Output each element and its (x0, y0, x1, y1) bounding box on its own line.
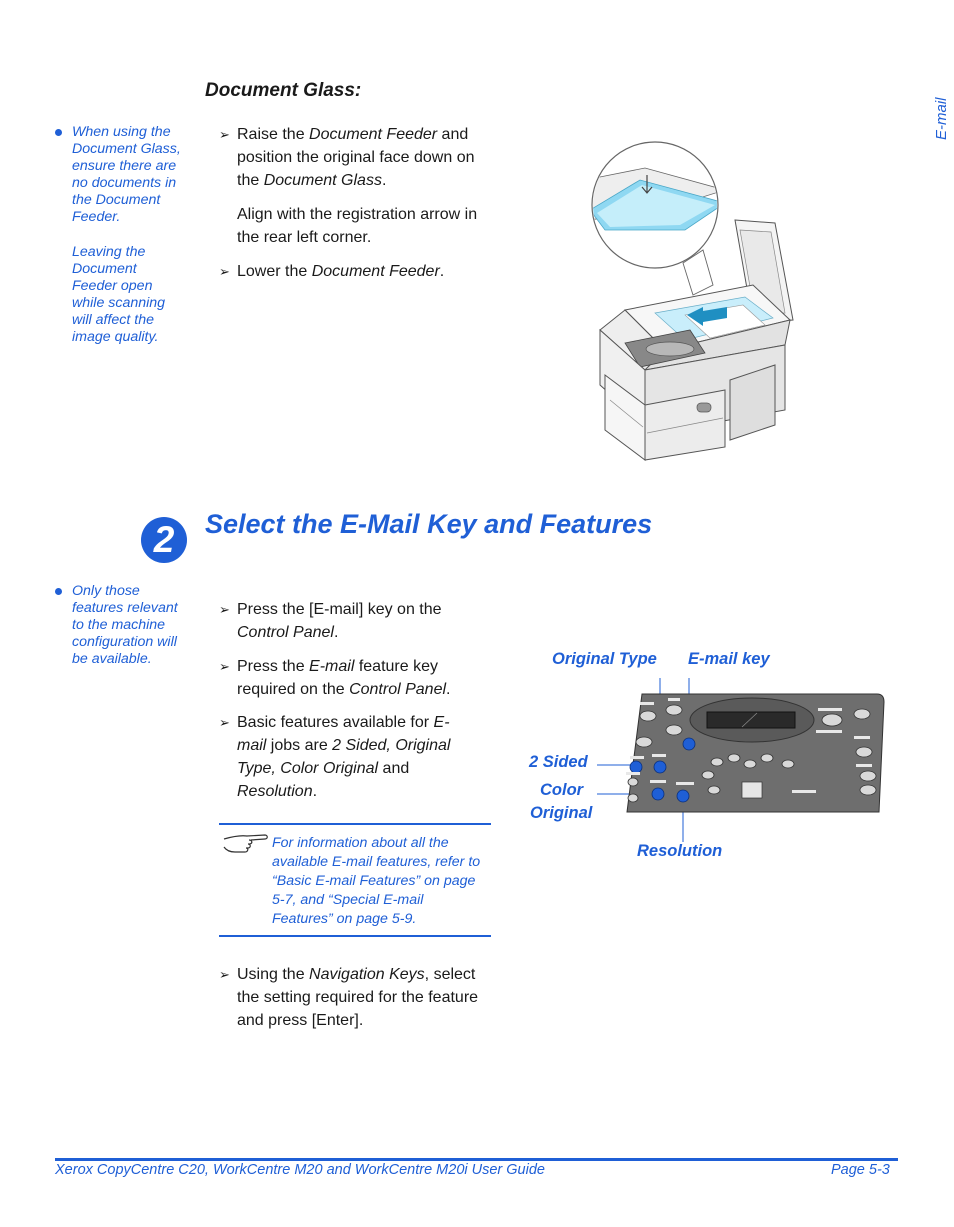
note-line: Feeder. (72, 209, 121, 225)
note-line: will affect the (72, 312, 155, 328)
note-line: When using the (72, 124, 171, 140)
arrow-bullet-icon: ➢ (219, 264, 230, 279)
note-line: the Document (72, 192, 161, 208)
section-title: Select the E-Mail Key and Features (205, 509, 653, 539)
note-line: features relevant (72, 600, 178, 616)
info-text: For information about all the available … (272, 835, 481, 927)
note-line: Only those (72, 583, 140, 599)
info-box: For information about all the available … (219, 823, 491, 937)
note-line: image quality. (72, 329, 159, 345)
callout-resolution: Resolution (637, 842, 723, 860)
note-line: be available. (72, 651, 152, 667)
bullet-icon (55, 588, 62, 595)
note-line: Feeder open (72, 278, 153, 294)
footer-guide-title: Xerox CopyCentre C20, WorkCentre M20 and… (55, 1162, 545, 1178)
note-line: Document (72, 261, 137, 277)
side-tab: E-mail (905, 80, 950, 160)
step-number: 2 (153, 519, 175, 560)
note-line: Document Glass, (72, 141, 181, 157)
document-glass-heading: Document Glass: (205, 80, 362, 101)
arrow-bullet-icon: ➢ (219, 659, 230, 674)
note-line: ensure there are (72, 158, 177, 174)
pointing-hand-icon (223, 834, 268, 853)
note-line: to the machine (72, 617, 166, 633)
callout-original-type: Original Type (552, 650, 657, 668)
copier-illustration (591, 141, 794, 461)
control-panel-illustration (597, 678, 885, 842)
footer-rule (55, 1158, 898, 1161)
bullet-icon (55, 129, 62, 136)
note-line: Leaving the (72, 244, 146, 260)
note-line: configuration will (72, 634, 177, 650)
callout-2-sided: 2 Sided (529, 753, 588, 771)
callout-color: Color (540, 781, 584, 799)
note-line: no documents in (72, 175, 177, 191)
callout-email-key: E-mail key (688, 650, 770, 668)
footer-page-number: Page 5-3 (831, 1162, 890, 1178)
arrow-bullet-icon: ➢ (219, 967, 230, 982)
callout-original: Original (530, 804, 593, 822)
note-line: while scanning (72, 295, 166, 311)
side-tab-label: E-mail (933, 97, 950, 140)
arrow-bullet-icon: ➢ (219, 715, 230, 730)
step-number-badge: 2 (141, 517, 187, 563)
align-text: Align with the registration arrow in the… (237, 206, 478, 246)
arrow-bullet-icon: ➢ (219, 602, 230, 617)
arrow-bullet-icon: ➢ (219, 127, 230, 142)
